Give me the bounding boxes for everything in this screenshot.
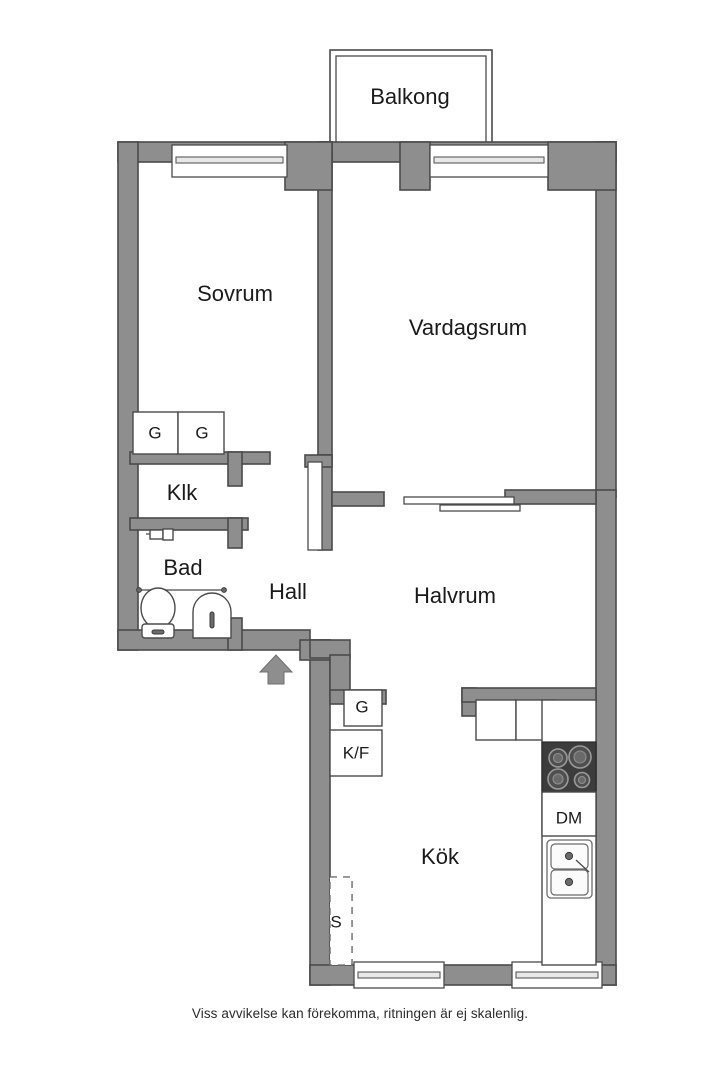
label-dishwasher: DM [556,808,582,827]
plan-caption: Viss avvikelse kan förekomma, ritningen … [191,1006,529,1021]
label-wardrobe-left: G [148,423,161,442]
label-wardrobe-right: G [195,423,208,442]
room-label-bad: Bad [163,555,202,580]
room-label-klk: Klk [167,480,199,505]
washbasin-fixture [192,592,232,639]
stove-cooktop [541,741,597,793]
window-vardagsrum [429,144,549,178]
dishwasher-unit [541,791,597,837]
kitchen-upper-cabinets [475,699,557,741]
fridge-freezer-unit [329,729,383,777]
room-label-balkong: Balkong [370,84,450,109]
label-fridge-freezer: K/F [343,743,369,762]
room-label-kok: Kök [421,844,460,869]
toilet-fixture [140,587,176,639]
opening-vardagsrum-halvrum [403,496,521,512]
room-label-halvrum: Halvrum [414,583,496,608]
wardrobe-g-hall [343,689,383,727]
entry-door-arrow-icon [258,654,294,685]
label-hall-wardrobe: G [355,697,368,716]
wardrobe-g-left [132,411,179,455]
window-kok-left [353,961,445,989]
window-kok-right [511,961,603,989]
door-hall-vardagsrum [307,461,323,551]
window-sovrum [171,144,288,178]
wardrobe-g-right [177,411,225,455]
label-storage: S [330,912,341,931]
room-label-vardagsrum: Vardagsrum [409,315,527,340]
room-label-hall: Hall [269,579,307,604]
storage-s-dashed [329,876,353,966]
balcony-outline [329,49,493,146]
bathroom-faucet-icon [146,528,174,541]
kitchen-sink [546,839,593,899]
room-label-sovrum: Sovrum [197,281,273,306]
